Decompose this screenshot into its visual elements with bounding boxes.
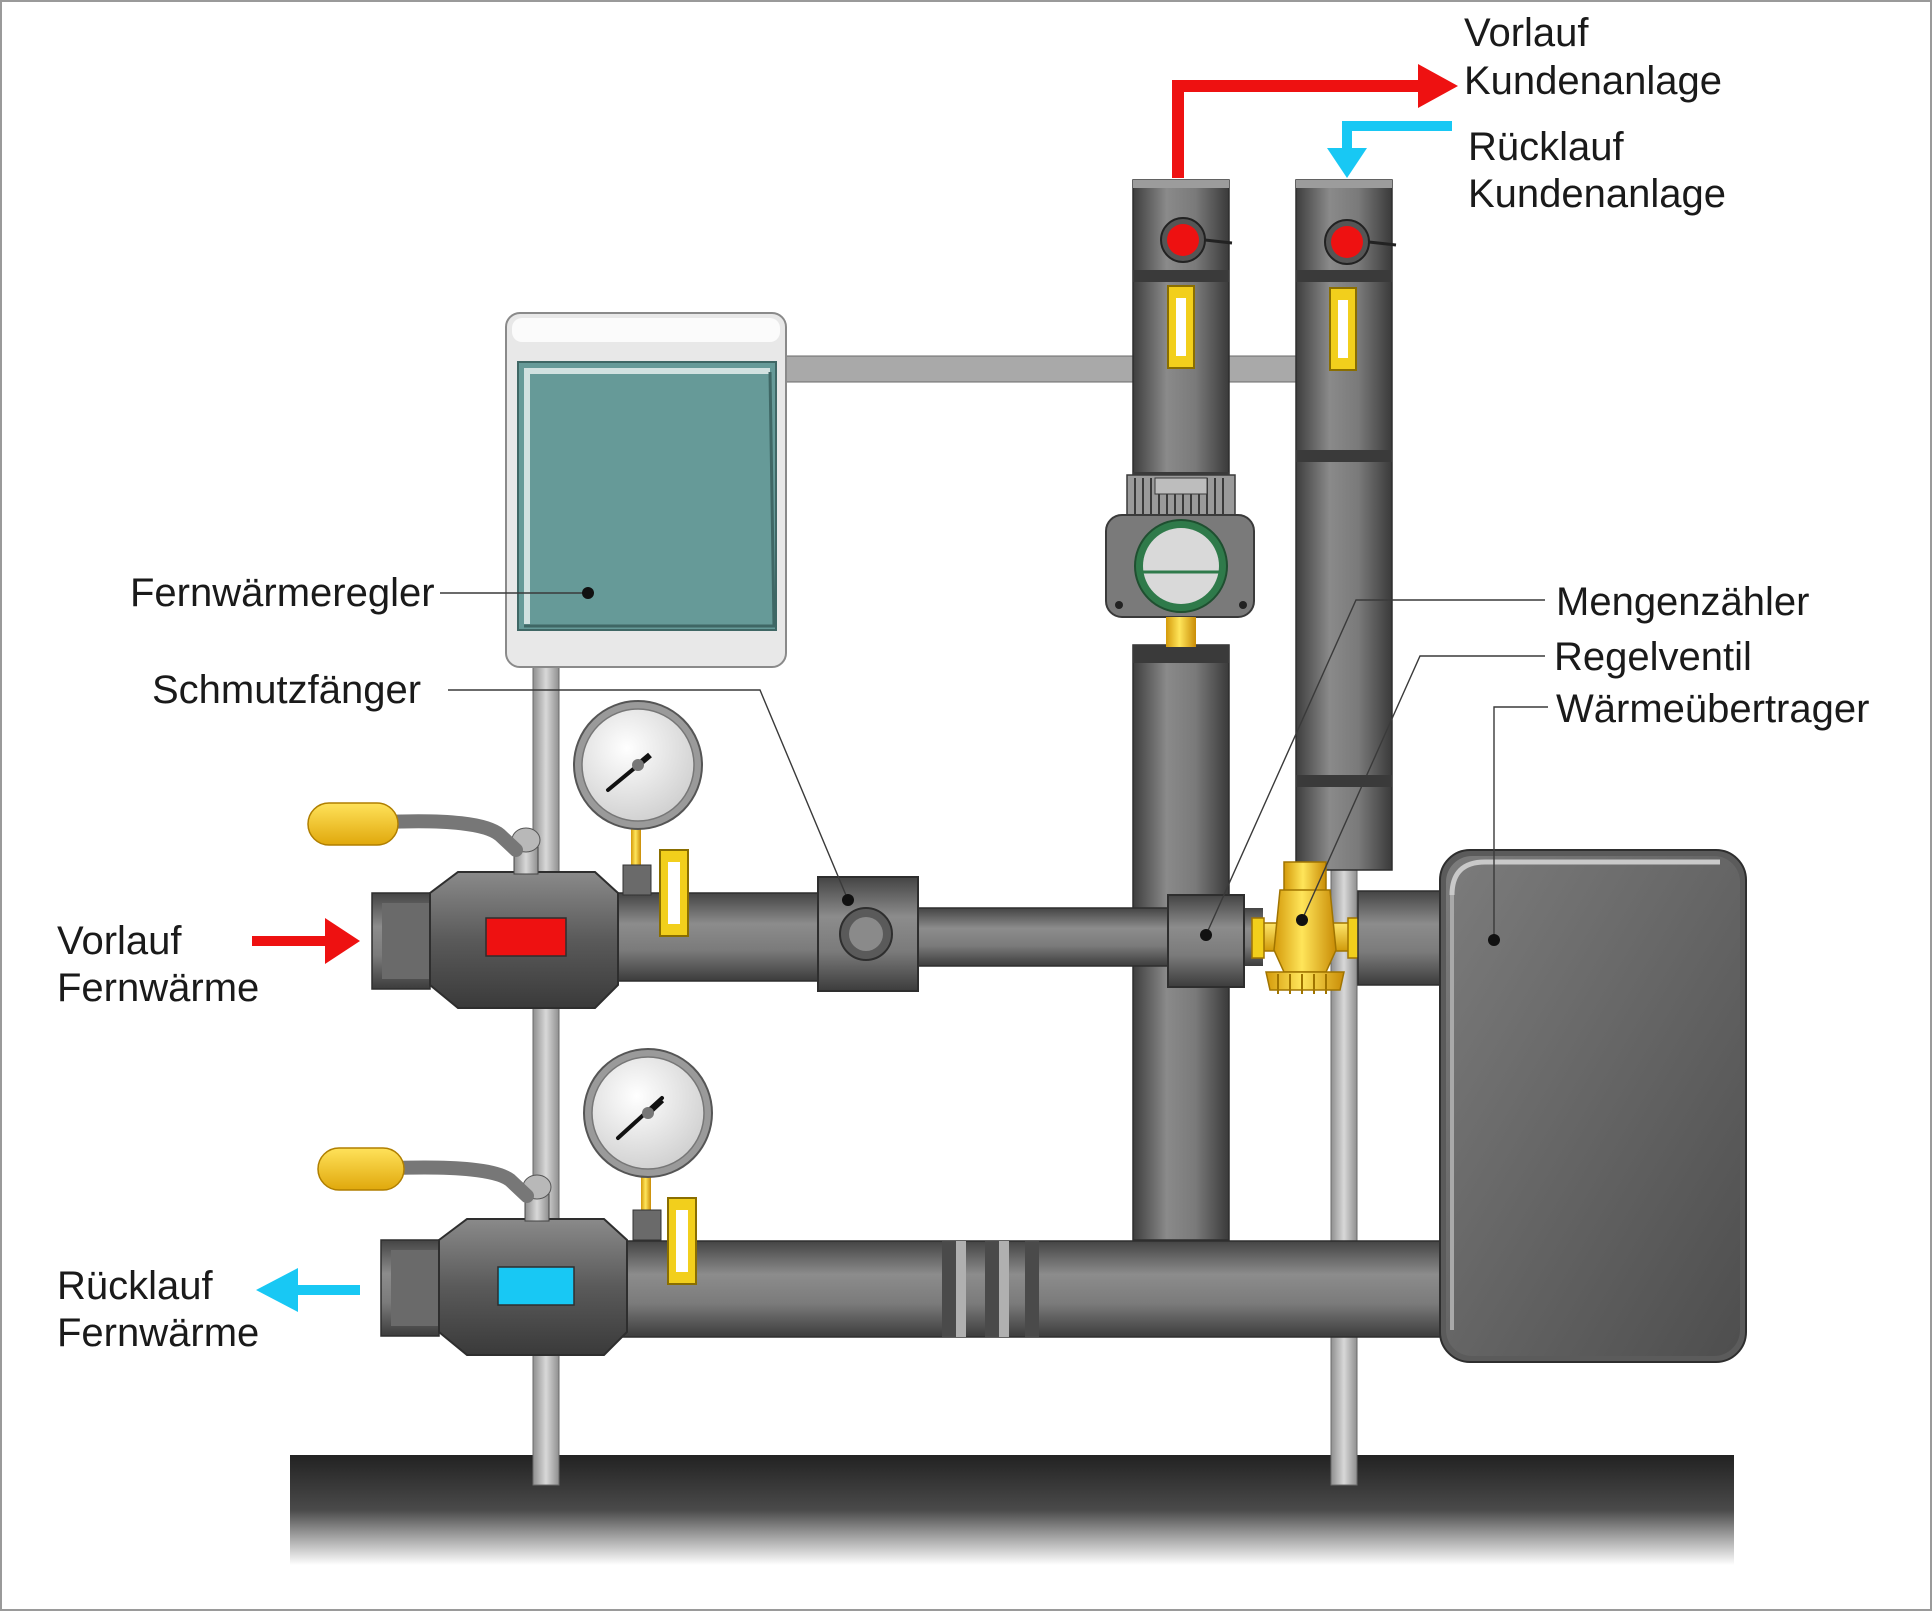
label-vorlauf-fern-2: Fernwärme [57, 966, 259, 1010]
pressure-gauge-supply [573, 700, 703, 937]
label-vorlauf-kunden-2: Kundenanlage [1464, 59, 1722, 103]
control-valve [1251, 861, 1361, 994]
riser-thermometers [1160, 217, 1397, 371]
return-pipe-lower [599, 1240, 1451, 1338]
ball-valve-supply [307, 802, 619, 1009]
dirt-trap [817, 876, 919, 992]
meter-block [1167, 894, 1245, 988]
heat-exchanger [1439, 849, 1747, 1363]
leader-lines [440, 587, 1548, 946]
label-schmutzfaenger: Schmutzfänger [152, 668, 421, 712]
supply-out-arrow [1418, 64, 1458, 108]
flow-arrows [252, 64, 1458, 1312]
return-riser-pipe [1295, 179, 1393, 871]
label-vorlauf-fern-1: Vorlauf [57, 919, 182, 963]
label-fernwaermeregler: Fernwärmeregler [130, 571, 435, 615]
label-waermeuebertrager: Wärmeübertrager [1556, 687, 1869, 731]
label-ruecklauf-fern-2: Fernwärme [57, 1311, 259, 1355]
label-ruecklauf-kunden-1: Rücklauf [1468, 125, 1625, 169]
label-vorlauf-kunden-1: Vorlauf [1464, 11, 1589, 55]
floor [290, 1455, 1734, 1565]
heat-meter [1105, 474, 1255, 647]
return-in-arrow [1327, 148, 1367, 178]
ball-valve-return [317, 1147, 628, 1356]
labels: Vorlauf Kundenanlage Rücklauf Kundenanla… [57, 11, 1869, 1355]
label-mengenzaehler: Mengenzähler [1556, 580, 1810, 624]
return-out-arrow [256, 1268, 298, 1312]
exchanger-connector [1357, 890, 1445, 986]
label-ruecklauf-fern-1: Rücklauf [57, 1264, 214, 1308]
controller-box [505, 312, 787, 668]
label-ruecklauf-kunden-2: Kundenanlage [1468, 172, 1726, 216]
pressure-gauge-return [583, 1048, 713, 1285]
label-regelventil: Regelventil [1554, 635, 1752, 679]
supply-in-arrow [325, 918, 360, 964]
